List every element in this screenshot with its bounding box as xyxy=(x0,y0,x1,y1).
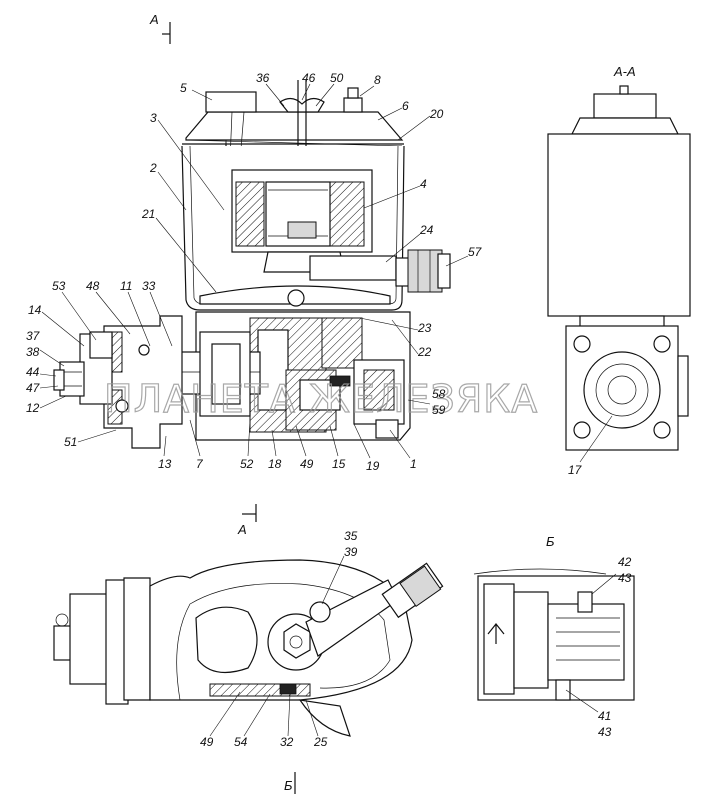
callout-47: 47 xyxy=(26,381,41,395)
view-b-arrow-label: Б xyxy=(284,778,293,793)
view-b-title: Б xyxy=(546,534,555,549)
section-arrow-mid-label: А xyxy=(237,522,247,537)
callout-7: 7 xyxy=(196,457,204,471)
callout-49b: 49 xyxy=(200,735,214,749)
callout-20: 20 xyxy=(429,107,444,121)
callout-17: 17 xyxy=(568,463,583,477)
callout-48: 48 xyxy=(86,279,100,293)
callout-58: 58 xyxy=(432,387,446,401)
callout-18: 18 xyxy=(268,457,282,471)
callouts-view-b: 42 43 41 43 xyxy=(565,555,632,739)
callouts-section-aa: 17 xyxy=(568,415,613,477)
section-aa-view: А-А xyxy=(547,64,691,451)
callout-41: 41 xyxy=(598,709,611,723)
filler-cap xyxy=(205,91,257,113)
callout-24: 24 xyxy=(419,223,434,237)
callout-5: 5 xyxy=(180,81,187,95)
mounting-flange xyxy=(103,315,183,449)
reservoir-lid xyxy=(185,111,404,141)
callout-36: 36 xyxy=(256,71,270,85)
callout-38: 38 xyxy=(26,345,40,359)
aa-reservoir-body xyxy=(547,133,691,317)
callout-46: 46 xyxy=(302,71,316,85)
callout-22: 22 xyxy=(417,345,432,359)
callout-2: 2 xyxy=(149,161,157,175)
callout-1: 1 xyxy=(410,457,417,471)
callout-54: 54 xyxy=(234,735,248,749)
callout-3: 3 xyxy=(150,111,157,125)
callout-49: 49 xyxy=(300,457,314,471)
callout-6: 6 xyxy=(402,99,409,113)
section-aa-title: А-А xyxy=(613,64,636,79)
view-b: Б xyxy=(473,534,635,701)
main-section-view: А xyxy=(53,12,451,449)
callout-12: 12 xyxy=(26,401,40,415)
wing-nut xyxy=(279,97,325,113)
callout-19: 19 xyxy=(366,459,380,473)
callout-35: 35 xyxy=(344,529,358,543)
section-arrow-top-label: А xyxy=(149,12,159,27)
callout-44: 44 xyxy=(26,365,40,379)
section-arrow-mid: А xyxy=(237,504,257,537)
callout-4: 4 xyxy=(420,177,427,191)
callout-57: 57 xyxy=(468,245,483,259)
callout-51: 51 xyxy=(64,435,77,449)
callout-33: 33 xyxy=(142,279,156,293)
view-b-arrow: Б xyxy=(284,772,296,794)
callout-23: 23 xyxy=(417,321,432,335)
callout-11: 11 xyxy=(120,279,132,293)
callout-37: 37 xyxy=(26,329,41,343)
callouts-bottom: 35 39 49 54 32 25 xyxy=(200,529,358,749)
watermark-text: ПЛАНЕТА ЖЕЛЕЗЯКА xyxy=(104,377,538,421)
callout-32: 32 xyxy=(280,735,294,749)
bottom-view: А Б xyxy=(53,504,444,794)
callout-39: 39 xyxy=(344,545,358,559)
callouts-main: 5 36 46 50 8 6 20 3 4 2 21 24 57 53 48 1… xyxy=(26,71,483,473)
callout-15: 15 xyxy=(332,457,346,471)
callout-13: 13 xyxy=(158,457,172,471)
callout-52: 52 xyxy=(240,457,254,471)
callout-43b: 43 xyxy=(598,725,612,739)
callout-8: 8 xyxy=(374,73,381,87)
section-arrow-top: А xyxy=(149,12,171,44)
callout-53: 53 xyxy=(52,279,66,293)
callout-59: 59 xyxy=(432,403,446,417)
callout-50: 50 xyxy=(330,71,344,85)
callout-21: 21 xyxy=(141,207,155,221)
callout-25: 25 xyxy=(313,735,328,749)
callout-42: 42 xyxy=(618,555,632,569)
callout-14: 14 xyxy=(28,303,42,317)
callout-43a: 43 xyxy=(618,571,632,585)
